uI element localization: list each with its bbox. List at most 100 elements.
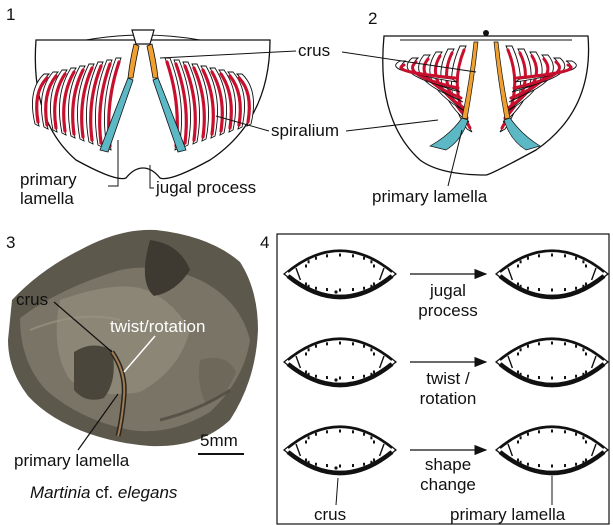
lamella-trace	[352, 288, 354, 291]
lamella-trace	[326, 430, 328, 433]
lamella-trace	[575, 257, 577, 260]
lamella-trace	[370, 373, 372, 376]
lamella-trace	[538, 464, 540, 467]
lamella-trace	[575, 345, 577, 348]
lamella-trace	[363, 345, 365, 348]
lamella-trace	[352, 376, 354, 379]
panel-3-label-twist: twist/rotation	[110, 317, 205, 336]
lamella-trace	[308, 373, 310, 376]
lamella-trace	[520, 260, 522, 263]
lamella-trace	[326, 254, 328, 257]
cross-section	[284, 426, 396, 473]
lamella-trace	[564, 288, 566, 291]
lamella-trace	[339, 342, 341, 345]
lamella-trace	[305, 459, 307, 462]
lamella-trace	[363, 257, 365, 260]
panel-1-number: 1	[6, 5, 15, 24]
panel-1-label-primary-2: lamella	[20, 189, 74, 208]
lamella-trace	[326, 464, 328, 467]
lamella-trace	[305, 353, 307, 356]
lamella-trace	[326, 288, 328, 291]
lamella-trace	[315, 463, 317, 466]
scale-bar-label: 5mm	[200, 431, 238, 450]
lamella-trace	[305, 265, 307, 268]
panel-1: 1 crus spiralium primary lamella jugal p…	[6, 5, 339, 208]
lamella-trace	[308, 348, 310, 351]
lamella-trace	[527, 463, 529, 466]
lamella-trace	[315, 287, 317, 290]
lamella-trace	[326, 376, 328, 379]
lamella-trace	[370, 461, 372, 464]
lamella-trace	[315, 345, 317, 348]
lamella-trace	[315, 257, 317, 260]
lamella-trace	[517, 371, 519, 374]
lamella-trace	[352, 254, 354, 257]
lamella-trace	[373, 353, 375, 356]
lamella-trace	[339, 289, 341, 292]
lamella-trace	[575, 463, 577, 466]
panel-2-shell-outline	[383, 36, 589, 175]
lamella-trace	[538, 430, 540, 433]
lamella-trace	[352, 430, 354, 433]
lamella-trace	[538, 254, 540, 257]
lamella-trace	[363, 375, 365, 378]
lamella-trace	[527, 287, 529, 290]
panel-3-number: 3	[6, 233, 15, 252]
lamella-trace	[352, 342, 354, 345]
panel-1-label-spiralium: spiralium	[271, 121, 339, 140]
panel-2-foramen	[483, 30, 489, 36]
lamella-trace	[373, 371, 375, 374]
panel-4-label-crus: crus	[314, 505, 346, 524]
lamella-trace	[564, 464, 566, 467]
row-1-label-1: jugal	[429, 281, 466, 300]
lamella-trace	[551, 254, 553, 257]
panel-1-cardinal-process	[132, 30, 154, 44]
lamella-trace	[308, 461, 310, 464]
lamella-trace	[315, 433, 317, 436]
lamella-trace	[564, 342, 566, 345]
panel-1-label-crus: crus	[298, 41, 330, 60]
lamella-trace	[520, 436, 522, 439]
lamella-trace	[370, 436, 372, 439]
lamella-trace	[527, 257, 529, 260]
lamella-trace	[363, 433, 365, 436]
panel-4-number: 4	[260, 233, 269, 252]
lamella-trace	[517, 353, 519, 356]
lamella-trace	[575, 433, 577, 436]
lamella-trace	[352, 464, 354, 467]
cross-section	[496, 338, 608, 385]
lamella-trace	[373, 283, 375, 286]
lamella-trace	[585, 265, 587, 268]
row-3-label-2: change	[420, 475, 476, 494]
lamella-trace	[538, 342, 540, 345]
lamella-trace	[575, 287, 577, 290]
lamella-trace	[582, 436, 584, 439]
panel-2-label-primary: primary lamella	[372, 187, 488, 206]
caption-species: elegans	[118, 483, 178, 502]
lamella-trace	[582, 348, 584, 351]
lamella-trace	[326, 342, 328, 345]
lamella-trace	[527, 433, 529, 436]
lamella-trace	[373, 441, 375, 444]
panel-3-caption: Martinia cf. elegans	[30, 483, 178, 502]
panel-4-label-primary: primary lamella	[450, 505, 566, 524]
crus-trace	[334, 378, 337, 381]
lamella-trace	[520, 348, 522, 351]
panel-4-leader-crus	[336, 478, 338, 505]
panel-3: 3 crus twist/rotation primary lamella 5m…	[6, 230, 258, 502]
lamella-trace	[308, 285, 310, 288]
lamella-trace	[308, 260, 310, 263]
cross-section	[284, 250, 396, 297]
lamella-trace	[585, 353, 587, 356]
lamella-trace	[551, 465, 553, 468]
lamella-trace	[339, 254, 341, 257]
lamella-trace	[517, 459, 519, 462]
lamella-trace	[520, 461, 522, 464]
caption-genus: Martinia	[30, 483, 90, 502]
lamella-trace	[551, 430, 553, 433]
lamella-trace	[564, 430, 566, 433]
cross-section	[496, 250, 608, 297]
panel-3-label-crus: crus	[16, 290, 48, 309]
lamella-trace	[585, 441, 587, 444]
